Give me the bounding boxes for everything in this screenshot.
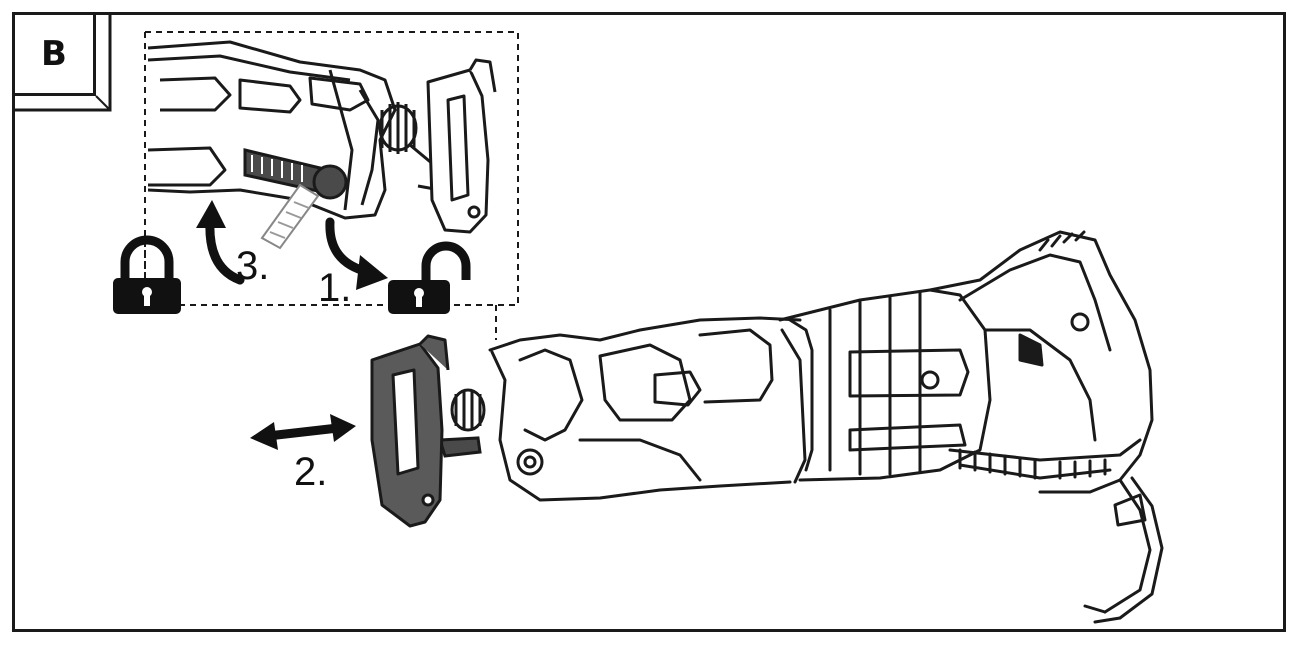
lock-closed-icon [113, 235, 181, 314]
step-3-label: 3. [236, 244, 270, 288]
step-2-label: 2. [294, 450, 328, 494]
figure-frame [12, 12, 1286, 632]
main-shoe [370, 334, 450, 528]
figure-label-text: B [41, 34, 67, 74]
step-1-label: 1. [318, 266, 352, 310]
curved-arrow-down-right-icon [325, 217, 388, 290]
main-clamp-knob [437, 388, 544, 476]
inset-lever [243, 148, 348, 250]
figure-label: B [12, 12, 96, 96]
inset-shoe [426, 58, 497, 234]
lock-open-icon [388, 241, 471, 314]
double-arrow-horizontal-icon [250, 414, 356, 450]
detail-inset [144, 31, 519, 340]
reciprocating-saw [488, 230, 1164, 624]
curved-arrow-up-icon [196, 200, 245, 285]
